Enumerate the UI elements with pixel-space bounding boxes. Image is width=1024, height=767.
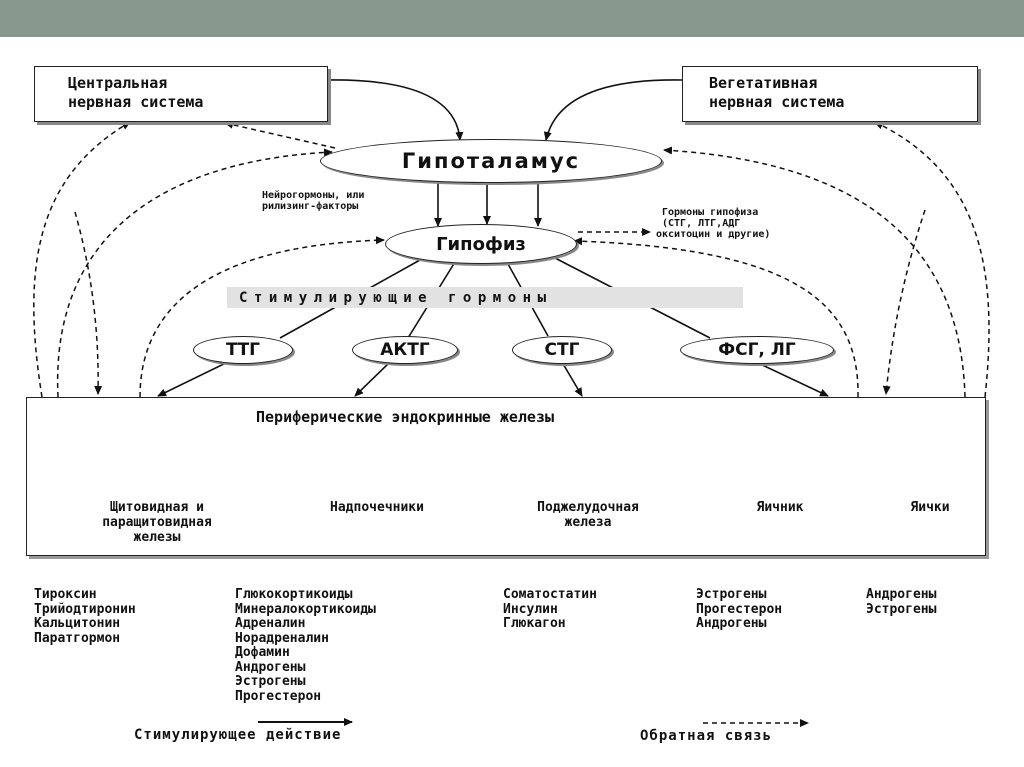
hormone-list-thyroid: Тироксин Трийодтиронин Кальцитонин Парат…: [34, 587, 136, 646]
hormone-item: Кальцитонин: [34, 616, 121, 631]
arrow-ttg-thyroid: [157, 359, 233, 397]
cns-line1: Центральная: [68, 74, 168, 92]
hormone-item: Эстрогены: [696, 587, 767, 602]
hormone-list-testes: Андрогены Эстрогены: [866, 587, 937, 617]
tropic-ttg: ТТГ: [193, 336, 293, 364]
feedback-left-cns: [33, 121, 131, 398]
feedback-right-pit: [573, 237, 859, 398]
header-bar: [0, 0, 1024, 37]
neurohormones-line2: рилизинг-факторы: [262, 201, 359, 212]
gland-adrenal-label: Надпочечники: [330, 500, 424, 515]
arrow-cns-hypothalamus: [325, 79, 464, 141]
hormone-item: Норадреналин: [235, 630, 329, 646]
hormone-item: Прогестерон: [696, 601, 783, 617]
hormone-item: Андрогены: [866, 587, 937, 602]
arrow-stg-pancreas: [561, 361, 583, 397]
hormone-item: Глюкагон: [503, 616, 566, 631]
gland-testes-label: Яички: [910, 500, 950, 515]
gland-thyroid-line3: железы: [133, 530, 181, 545]
hormone-item: Андрогены: [235, 659, 306, 675]
tropic-stg: СТГ: [512, 336, 612, 364]
feedback-left-down: [74, 211, 103, 395]
hormone-item: Дофамин: [235, 645, 290, 660]
hormone-item: Андрогены: [696, 616, 767, 631]
feedback-right-vns: [874, 121, 990, 398]
gland-thyroid-line2: паращитовидная: [102, 515, 212, 530]
gland-pancreas-line1: Поджелудочная: [537, 500, 639, 515]
neurohormones-line1: Нейрогормоны, или: [262, 190, 365, 201]
pit-hormones-line1: Гормоны гипофиза: [662, 207, 759, 218]
arrow-aktg-adrenal: [354, 359, 393, 397]
hormone-item: Адреналин: [235, 616, 306, 631]
stimulating-hormones-bar: Стимулирующие гормоны: [227, 287, 743, 308]
feedback-hypo-cns: [224, 120, 336, 149]
gland-pancreas-label: Поджелудочная железа: [498, 500, 678, 530]
hormone-item: Эстрогены: [235, 674, 306, 689]
pit-hormones-line3: окситоцин и другие): [656, 229, 771, 240]
tropic-aktg: АКТГ: [352, 336, 458, 364]
hormone-item: Глюкокортикоиды: [235, 587, 353, 602]
feedback-left-hypo: [56, 148, 333, 398]
hypothalamus-node: Гипоталамус: [320, 139, 662, 183]
gland-thyroid-line1: Щитовидная и: [110, 500, 204, 515]
legend-stimulating: Стимулирующее действие: [134, 727, 342, 743]
arrow-vns-hypothalamus: [543, 79, 683, 141]
hormone-item: Паратгормон: [34, 630, 121, 646]
cns-box: Центральная нервная система: [34, 66, 328, 122]
tropic-fsg-lg: ФСГ, ЛГ: [680, 336, 834, 364]
arrow-fsg-ovary: [755, 361, 829, 397]
vns-line1: Вегетативная: [709, 74, 818, 92]
vns-box: Вегетативная нервная система: [682, 66, 978, 122]
hormone-item: Эстрогены: [866, 601, 937, 617]
vns-line2: нервная система: [709, 93, 845, 111]
hormone-item: Трийодтиронин: [34, 601, 136, 617]
hormone-item: Соматостатин: [503, 587, 597, 602]
cns-line2: нервная система: [68, 93, 204, 111]
gland-ovary-label: Яичник: [756, 500, 804, 515]
hormone-item: Инсулин: [503, 601, 558, 617]
pituitary-node: Гипофиз: [385, 224, 577, 264]
peripheral-glands-box: Периферические эндокринные железы: [26, 397, 986, 556]
hormone-item: Тироксин: [34, 587, 97, 602]
pit-hormones-line2: (СТГ, ЛТГ,АДГ: [662, 218, 741, 229]
legend-feedback: Обратная связь: [640, 728, 773, 744]
hormone-list-pancreas: Соматостатин Инсулин Глюкагон: [503, 587, 597, 632]
gland-thyroid-label: Щитовидная и паращитовидная железы: [52, 500, 262, 545]
feedback-left-pit: [139, 236, 385, 398]
feedback-right-hypo: [663, 146, 966, 398]
gland-pancreas-line2: железа: [564, 515, 612, 530]
hormone-item: Прогестерон: [235, 688, 322, 704]
feedback-right-down: [882, 209, 926, 395]
hormone-list-ovary: Эстрогены Прогестерон Андрогены: [696, 587, 783, 632]
hormone-item: Минералокортикоиды: [235, 601, 376, 617]
hormone-list-adrenal: Глюкокортикоиды Минералокортикоиды Адрен…: [235, 587, 376, 704]
peripheral-title: Периферические эндокринные железы: [256, 408, 555, 426]
